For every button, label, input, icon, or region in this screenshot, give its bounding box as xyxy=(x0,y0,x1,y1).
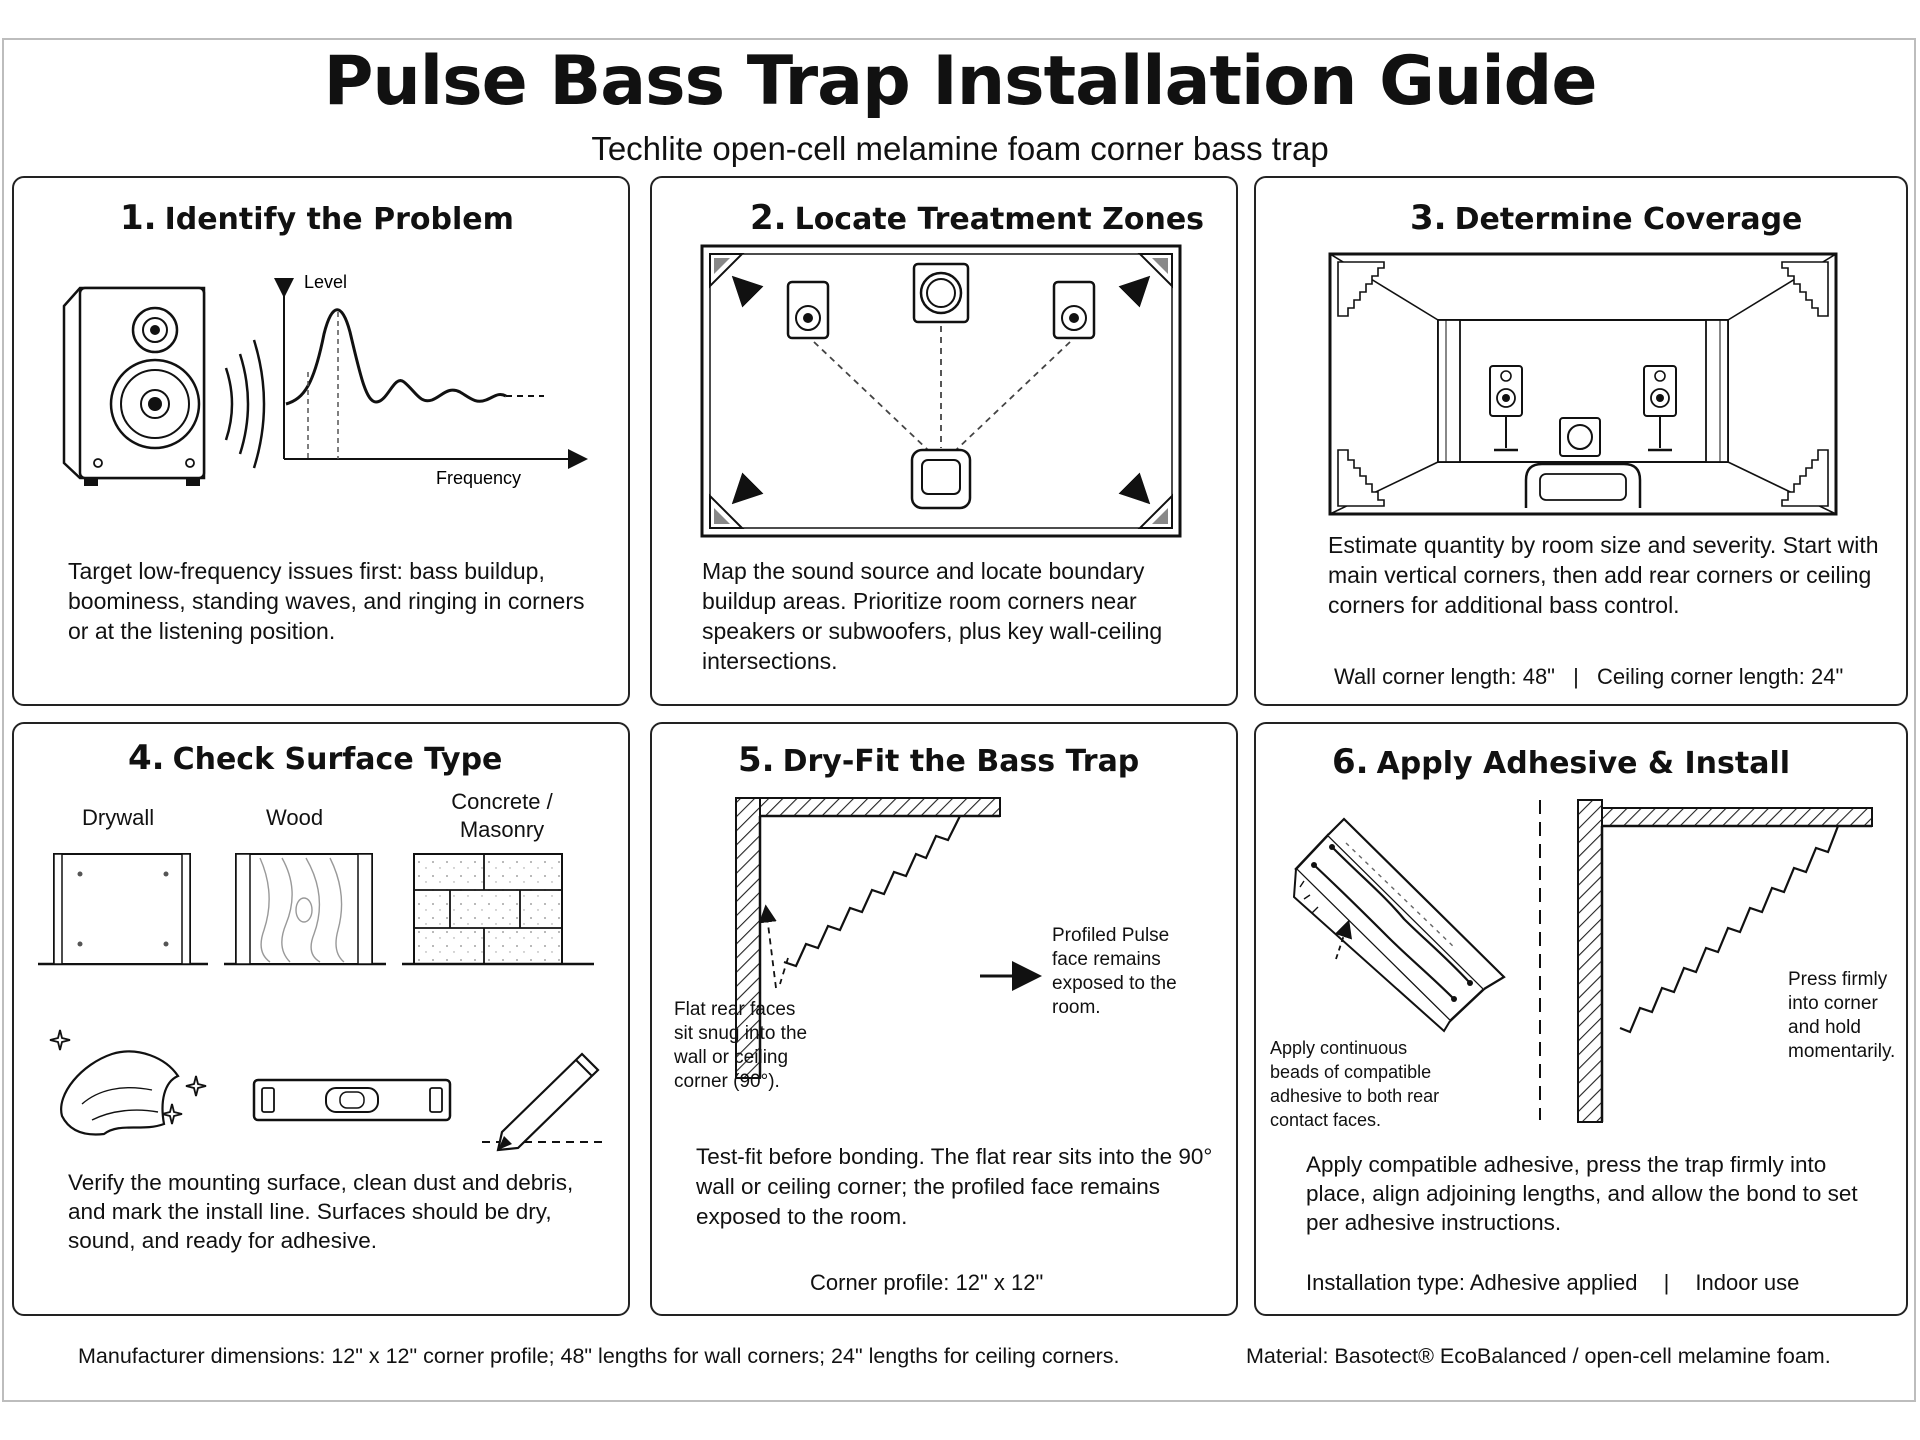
profiled-face-label: Profiled Pulse face remains exposed to t… xyxy=(1052,925,1177,1018)
prep-tools-illustration xyxy=(49,1029,602,1152)
step-3-title: 3.Determine Coverage xyxy=(1410,198,1803,238)
step-3-specs: Wall corner length: 48" | Ceiling corner… xyxy=(1334,664,1844,689)
step-2-title: 2.Locate Treatment Zones xyxy=(750,198,1205,238)
step-6-specs: Installation type: Adhesive applied | In… xyxy=(1306,1270,1800,1295)
step-1-body: Target low-frequency issues first: bass … xyxy=(68,558,585,644)
graph-ylabel: Level xyxy=(304,272,347,292)
graph-xlabel: Frequency xyxy=(436,468,521,488)
adhesive-trap-illustration xyxy=(1292,817,1506,1033)
speaker-illustration xyxy=(62,286,266,486)
room-plan-diagram xyxy=(700,244,1182,538)
room-perspective-diagram xyxy=(1328,252,1838,516)
exposed-face-arrow xyxy=(980,961,1042,991)
step-5-body: Test-fit before bonding. The flat rear s… xyxy=(696,1144,1213,1229)
step-4-panel: 4.Check Surface Type Drywall Wood Concre… xyxy=(12,722,630,1316)
step-4-title: 4.Check Surface Type xyxy=(128,738,503,778)
step-1-panel: 1.Identify the Problem Level Frequency T… xyxy=(12,176,630,706)
footer-dimensions: Manufacturer dimensions: 12" x 12" corne… xyxy=(78,1344,1120,1368)
install-divider xyxy=(1539,800,1541,1120)
frequency-response-graph: Level Frequency xyxy=(274,272,588,488)
surface-samples xyxy=(38,853,594,966)
adhesive-label: Apply continuous beads of compatible adh… xyxy=(1270,1038,1440,1130)
guide-sheet xyxy=(2,38,1916,1402)
step-1-title: 1.Identify the Problem xyxy=(120,198,514,238)
page-title: Pulse Bass Trap Installation Guide xyxy=(323,42,1598,121)
step-3-body: Estimate quantity by room size and sever… xyxy=(1328,532,1879,618)
step-5-spec: Corner profile: 12" x 12" xyxy=(810,1270,1044,1295)
step-4-body: Verify the mounting surface, clean dust … xyxy=(68,1170,574,1253)
page-subtitle: Techlite open-cell melamine foam corner … xyxy=(591,130,1329,167)
step-2-panel: 2.Locate Treatment Zones Map the sound s… xyxy=(650,176,1238,706)
surface-label-concrete: Concrete / Masonry xyxy=(451,789,553,842)
step-5-panel: 5.Dry-Fit the Bass Trap Flat rear faces … xyxy=(650,722,1238,1316)
rear-faces-label: Flat rear faces sit snug into the wall o… xyxy=(674,999,808,1092)
step-5-title: 5.Dry-Fit the Bass Trap xyxy=(738,740,1140,780)
press-corner-diagram xyxy=(1577,799,1873,1123)
step-6-title: 6.Apply Adhesive & Install xyxy=(1332,742,1791,782)
step-6-body: Apply compatible adhesive, press the tra… xyxy=(1306,1152,1858,1235)
step-3-panel: 3.Determine Coverage Estimate quantity b… xyxy=(1254,176,1908,706)
surface-label-drywall: Drywall xyxy=(82,805,155,830)
footer-material: Material: Basotect® EcoBalanced / open-c… xyxy=(1246,1344,1831,1368)
step-6-panel: 6.Apply Adhesive & Install Apply continu… xyxy=(1254,722,1908,1316)
surface-label-wood: Wood xyxy=(266,805,324,830)
press-firmly-label: Press firmly into corner and hold moment… xyxy=(1788,969,1896,1062)
dry-fit-corner-diagram xyxy=(735,797,1001,1079)
step-2-body: Map the sound source and locate boundary… xyxy=(702,558,1163,674)
